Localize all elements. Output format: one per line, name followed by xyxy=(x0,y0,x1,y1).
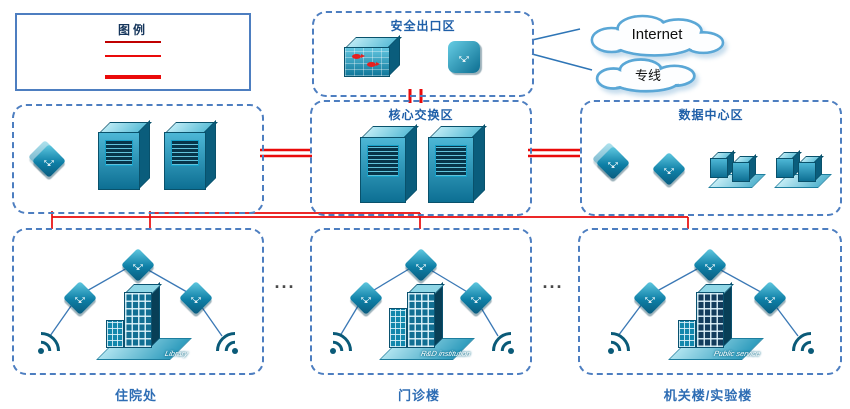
building-icon: Public service xyxy=(660,276,764,362)
server-icon xyxy=(164,120,218,190)
site-label-outpatient: 门诊楼 xyxy=(397,388,440,403)
zone-data-center: 数据中心区 ↔↔ ↔↔ xyxy=(580,100,842,216)
core-switch-icon xyxy=(360,124,419,203)
router-icon: ↔↔ xyxy=(446,39,482,75)
legend-title-underline xyxy=(105,41,161,43)
stack-switch-icon: ↔↔ xyxy=(592,142,630,180)
cloud-shape-icon xyxy=(595,58,696,93)
building-icon: R&D institution xyxy=(371,276,475,362)
site-label-inpatient: 住院处 xyxy=(114,388,157,403)
zone-campus-left: ↔↔ xyxy=(12,104,264,214)
firewall-icon xyxy=(344,35,402,77)
zone-inpatient: ↔↔ ↔↔ ↔↔ Library xyxy=(12,228,264,375)
ellipsis-separator: ... xyxy=(542,272,564,292)
building-tag: R&D institution xyxy=(420,349,472,358)
zone-core-switching: 核心交换区 xyxy=(310,100,532,216)
building-icon: Library xyxy=(88,276,192,362)
server-cluster-icon xyxy=(704,142,766,190)
building-tag: Library xyxy=(164,349,189,358)
legend-line-single-link xyxy=(105,55,161,57)
wireless-ap-icon xyxy=(330,332,352,354)
wireless-ap-icon xyxy=(492,332,514,354)
server-cluster-icon xyxy=(770,142,832,190)
legend-panel: 图例 xyxy=(15,13,251,91)
legend-title: 图例 xyxy=(117,23,148,37)
core-switch-icon xyxy=(428,124,487,203)
cloud-shape-icon xyxy=(590,14,725,57)
building-tag: Public service xyxy=(712,349,761,358)
wireless-ap-icon xyxy=(216,332,238,354)
internet-label: Internet xyxy=(631,25,683,43)
zone-outpatient: ↔↔ ↔↔ ↔↔ R&D institution xyxy=(310,228,532,375)
ellipsis-separator: ... xyxy=(274,272,296,292)
stack-switch-icon: ↔↔ xyxy=(28,140,66,178)
wireless-ap-icon xyxy=(608,332,630,354)
server-icon xyxy=(98,120,152,190)
server-switch-icon: ↔↔ xyxy=(652,152,686,186)
zone-title-security-exit: 安全出口区 xyxy=(390,19,456,33)
wireless-ap-icon xyxy=(792,332,814,354)
zone-security-exit: 安全出口区 ↔↔ xyxy=(312,11,534,97)
zone-title-core-switching: 核心交换区 xyxy=(388,108,454,122)
legend-line-trunk-link xyxy=(105,75,161,79)
dedicated-line-label: 专线 xyxy=(634,67,661,83)
zone-office-lab: ↔↔ ↔↔ ↔↔ Public service xyxy=(578,228,842,375)
site-label-office-lab: 机关楼/实验楼 xyxy=(663,388,753,403)
wireless-ap-icon xyxy=(38,332,60,354)
internet-cloud: Internet xyxy=(568,10,746,58)
zone-title-data-center: 数据中心区 xyxy=(678,108,744,122)
dedicated-line-cloud: 专线 xyxy=(582,54,714,94)
